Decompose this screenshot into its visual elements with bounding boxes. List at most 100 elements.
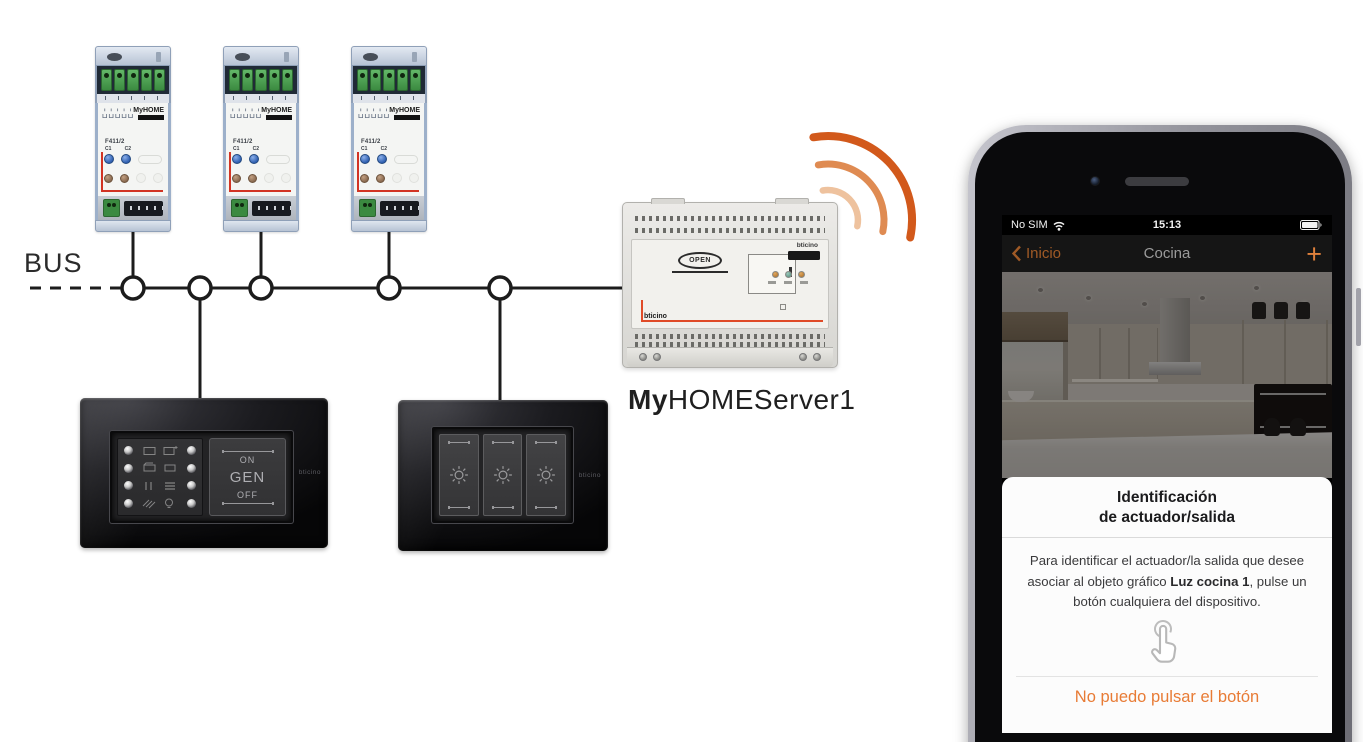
terminal-block — [223, 66, 299, 94]
channel-2-label: C2 — [124, 146, 131, 152]
smartphone: No SIM 15:13 — [968, 125, 1361, 742]
actuator-module-1: MyHOME F411/2 C1 C2 — [95, 46, 171, 232]
led-status — [772, 271, 779, 278]
panel-recess: ON GEN OFF — [110, 431, 293, 523]
label-window — [138, 154, 162, 164]
module-brand-logo: MyHOME — [389, 107, 420, 114]
dim-overlay — [1002, 272, 1332, 478]
dimmer-rocker-1[interactable] — [439, 434, 479, 516]
din-clip — [223, 46, 299, 66]
keypad-led — [124, 481, 133, 491]
keypad-row[interactable] — [118, 497, 202, 509]
rocker-mark — [535, 441, 558, 444]
keypad-led — [124, 498, 133, 508]
module-model: F411/2 — [361, 139, 381, 145]
brand-bar — [266, 115, 292, 120]
channel-1-label: C1 — [233, 146, 240, 152]
divider — [1016, 675, 1318, 677]
module-face: MyHOME F411/2 C1 C2 — [351, 103, 427, 196]
channel-2-label: C2 — [380, 146, 387, 152]
bus-connector-block — [223, 196, 299, 220]
module-face: MyHOME F411/2 C1 C2 — [223, 103, 299, 196]
brand-logo: bticino — [644, 313, 667, 320]
rocker-mark — [221, 501, 274, 505]
rocker-mark — [491, 441, 514, 444]
back-button[interactable]: Inicio — [1012, 245, 1098, 262]
status-led — [376, 173, 385, 183]
dimmer-rocker-2[interactable] — [482, 434, 523, 516]
power-button[interactable] — [1356, 288, 1361, 346]
rocker-mark — [491, 506, 514, 509]
module-brand-logo: MyHOME — [261, 107, 292, 114]
status-led — [104, 173, 113, 183]
channel-1-button[interactable] — [232, 154, 242, 164]
cannot-press-button[interactable]: No puedo pulsar el botón — [1074, 687, 1260, 706]
din-base — [627, 347, 833, 367]
channel-1-button[interactable] — [104, 154, 114, 164]
dimmer-rocker-3[interactable] — [526, 434, 567, 516]
dimmer-sun-icon — [449, 466, 468, 484]
channel-1-label: C1 — [105, 146, 112, 152]
back-label: Inicio — [1026, 245, 1062, 262]
rocker-mark — [221, 449, 274, 453]
keypad-led — [124, 463, 133, 473]
keypad-row[interactable] — [118, 462, 202, 474]
keypad-row[interactable] — [118, 445, 202, 457]
scenario-wall-panel: ON GEN OFF bticino — [80, 398, 328, 548]
clock: 15:13 — [1152, 219, 1182, 231]
status-led — [360, 173, 369, 183]
channel-1-button[interactable] — [360, 154, 370, 164]
add-button[interactable]: + — [1306, 238, 1322, 269]
scenario-keypad[interactable] — [117, 438, 203, 516]
open-logo-underline — [672, 271, 728, 273]
channel-2-button[interactable] — [249, 154, 259, 164]
front-camera — [1090, 176, 1100, 186]
channel-2-button[interactable] — [121, 154, 131, 164]
bus-node — [487, 275, 513, 301]
keypad-led — [187, 481, 196, 491]
keypad-led — [187, 463, 196, 473]
label-window — [266, 154, 290, 164]
kitchen-photo — [1002, 272, 1332, 478]
wifi-signal-icon — [1053, 221, 1065, 231]
divider — [1002, 537, 1332, 539]
terminal-labels — [95, 94, 171, 103]
status-leds — [772, 271, 805, 278]
channel-1-label: C1 — [361, 146, 368, 152]
server-caption-rest: HOMEServer1 — [667, 384, 856, 415]
scene-icons — [145, 481, 175, 490]
rocker-mark — [535, 506, 558, 509]
keypad-row[interactable] — [118, 480, 202, 492]
dialog-body-text2: , pulse un botón cualquiera del disposit… — [1073, 573, 1307, 610]
rocker-mark — [447, 506, 470, 509]
reset-hole — [780, 304, 786, 310]
status-bar: No SIM 15:13 — [1002, 215, 1332, 235]
server-face: OPEN bticino bticino — [631, 239, 829, 329]
terminal-labels — [223, 94, 299, 103]
terminal-labels — [351, 94, 427, 103]
actuator-module-2: MyHOME F411/2 C1 C2 — [223, 46, 299, 232]
module-face: MyHOME F411/2 C1 C2 — [95, 103, 171, 196]
server-caption: MyHOMEServer1 — [628, 384, 855, 416]
gen-label: GEN — [229, 468, 266, 486]
led-caption-marks — [768, 281, 814, 284]
brand-logo: bticino — [796, 242, 818, 249]
bus-node — [120, 275, 146, 301]
dimmer-sun-icon — [537, 466, 556, 484]
phone-screen: No SIM 15:13 — [1002, 215, 1332, 733]
screw — [799, 353, 807, 361]
identification-dialog: Identificación de actuador/salida Para i… — [1002, 477, 1332, 733]
status-led — [248, 173, 257, 183]
accent-line — [229, 152, 291, 192]
channel-2-label: C2 — [252, 146, 259, 152]
channel-2-button[interactable] — [377, 154, 387, 164]
screw — [813, 353, 821, 361]
screw — [653, 353, 661, 361]
led-link — [798, 271, 805, 278]
rocker-mark — [447, 441, 470, 444]
blank-button — [136, 173, 146, 183]
status-led — [232, 173, 241, 183]
gen-rocker-switch[interactable]: ON GEN OFF — [209, 438, 286, 516]
vent-slots — [635, 216, 825, 221]
